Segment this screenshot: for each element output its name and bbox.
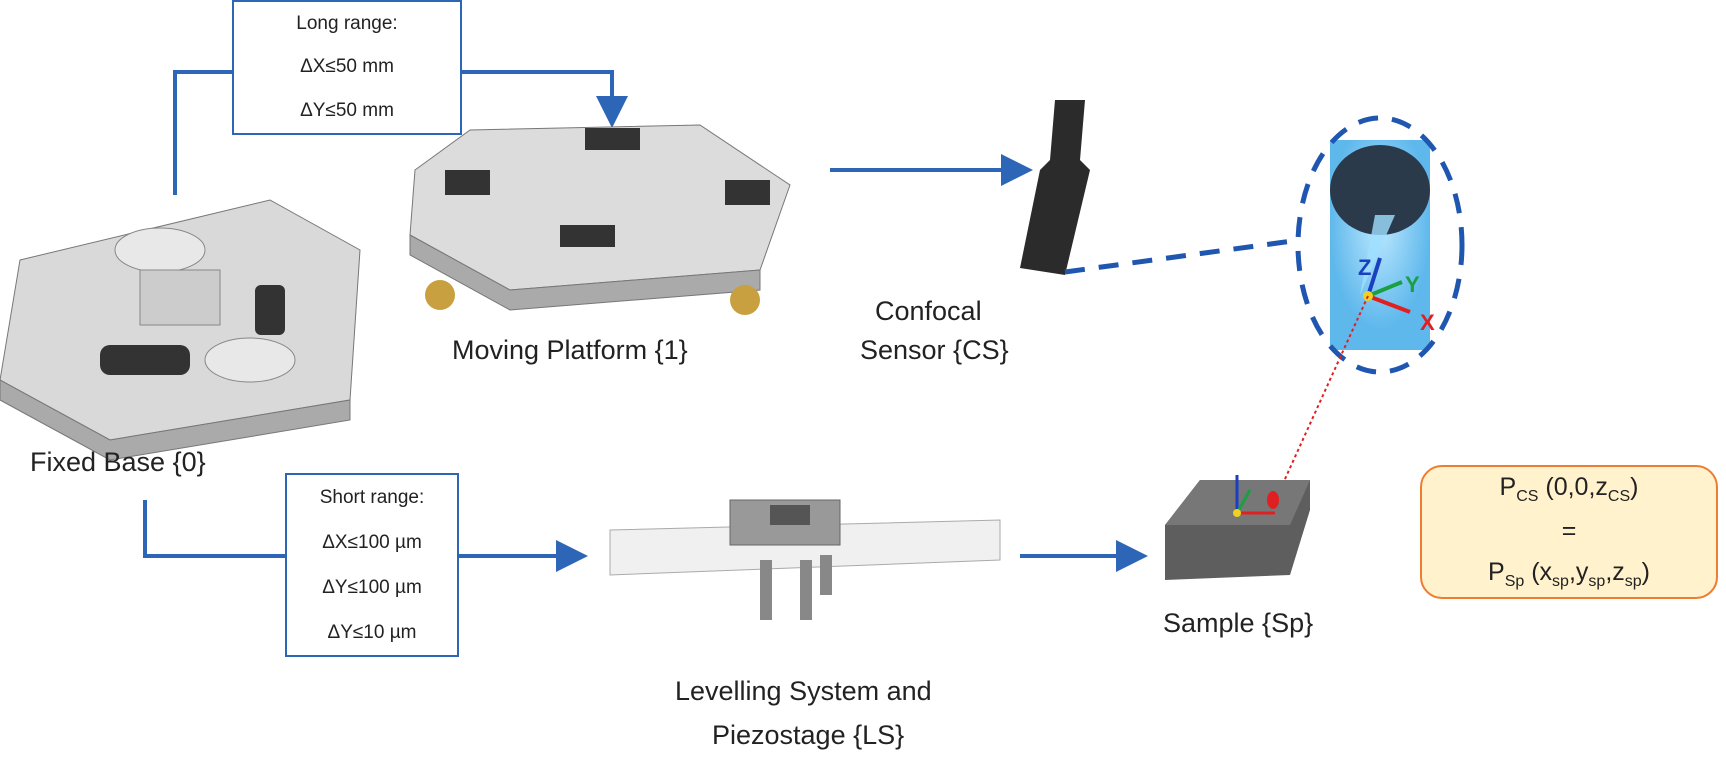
long-range-dx: ΔX≤50 mm [300, 56, 394, 78]
levelling-label-1: Levelling System and [675, 676, 932, 706]
connector-base-to-levelling [143, 500, 580, 556]
sample-label: Sample {Sp} [1163, 608, 1314, 638]
axis-y: Y [1405, 272, 1420, 297]
equation-bottom: PSp (xsp,ysp,zsp) [1488, 558, 1650, 591]
sensor-label-2: Sensor {CS} [860, 335, 1009, 365]
zoom-dashed-line [1064, 237, 1301, 275]
sensor-zoom-view: Z Y X [1330, 140, 1435, 350]
sample-image [1165, 475, 1310, 580]
projection-line [1279, 295, 1369, 491]
moving-platform-label: Moving Platform {1} [452, 335, 688, 365]
levelling-label-2: Piezostage {LS} [712, 720, 905, 750]
short-range-dx: ΔX≤100 µm [322, 531, 422, 553]
short-range-title: Short range: [319, 486, 425, 508]
short-range-dz: ΔY≤10 µm [327, 621, 417, 643]
long-range-title: Long range: [296, 12, 398, 34]
long-range-dy: ΔY≤50 mm [300, 100, 394, 122]
confocal-sensor-image [1020, 100, 1090, 275]
axis-z: Z [1358, 255, 1371, 280]
fixed-base-label: Fixed Base {0} [30, 447, 206, 477]
connector-base-to-platform [173, 70, 612, 195]
zoom-dashed-circle [1295, 115, 1465, 375]
fixed-base-image [0, 199, 361, 461]
sensor-label-1: Confocal [875, 296, 982, 326]
short-range-box: Short range: ΔX≤100 µm ΔY≤100 µm ΔY≤10 µ… [285, 473, 459, 657]
levelling-system-image [609, 499, 1001, 620]
equation-box: PCS (0,0,zCS) = PSp (xsp,ysp,zsp) [1420, 465, 1718, 599]
equation-equals: = [1561, 517, 1577, 546]
axis-x: X [1420, 310, 1435, 335]
short-range-dy: ΔY≤100 µm [322, 576, 422, 598]
moving-platform-image [409, 124, 791, 315]
long-range-box: Long range: ΔX≤50 mm ΔY≤50 mm [232, 0, 462, 135]
equation-top: PCS (0,0,zCS) [1499, 472, 1639, 505]
